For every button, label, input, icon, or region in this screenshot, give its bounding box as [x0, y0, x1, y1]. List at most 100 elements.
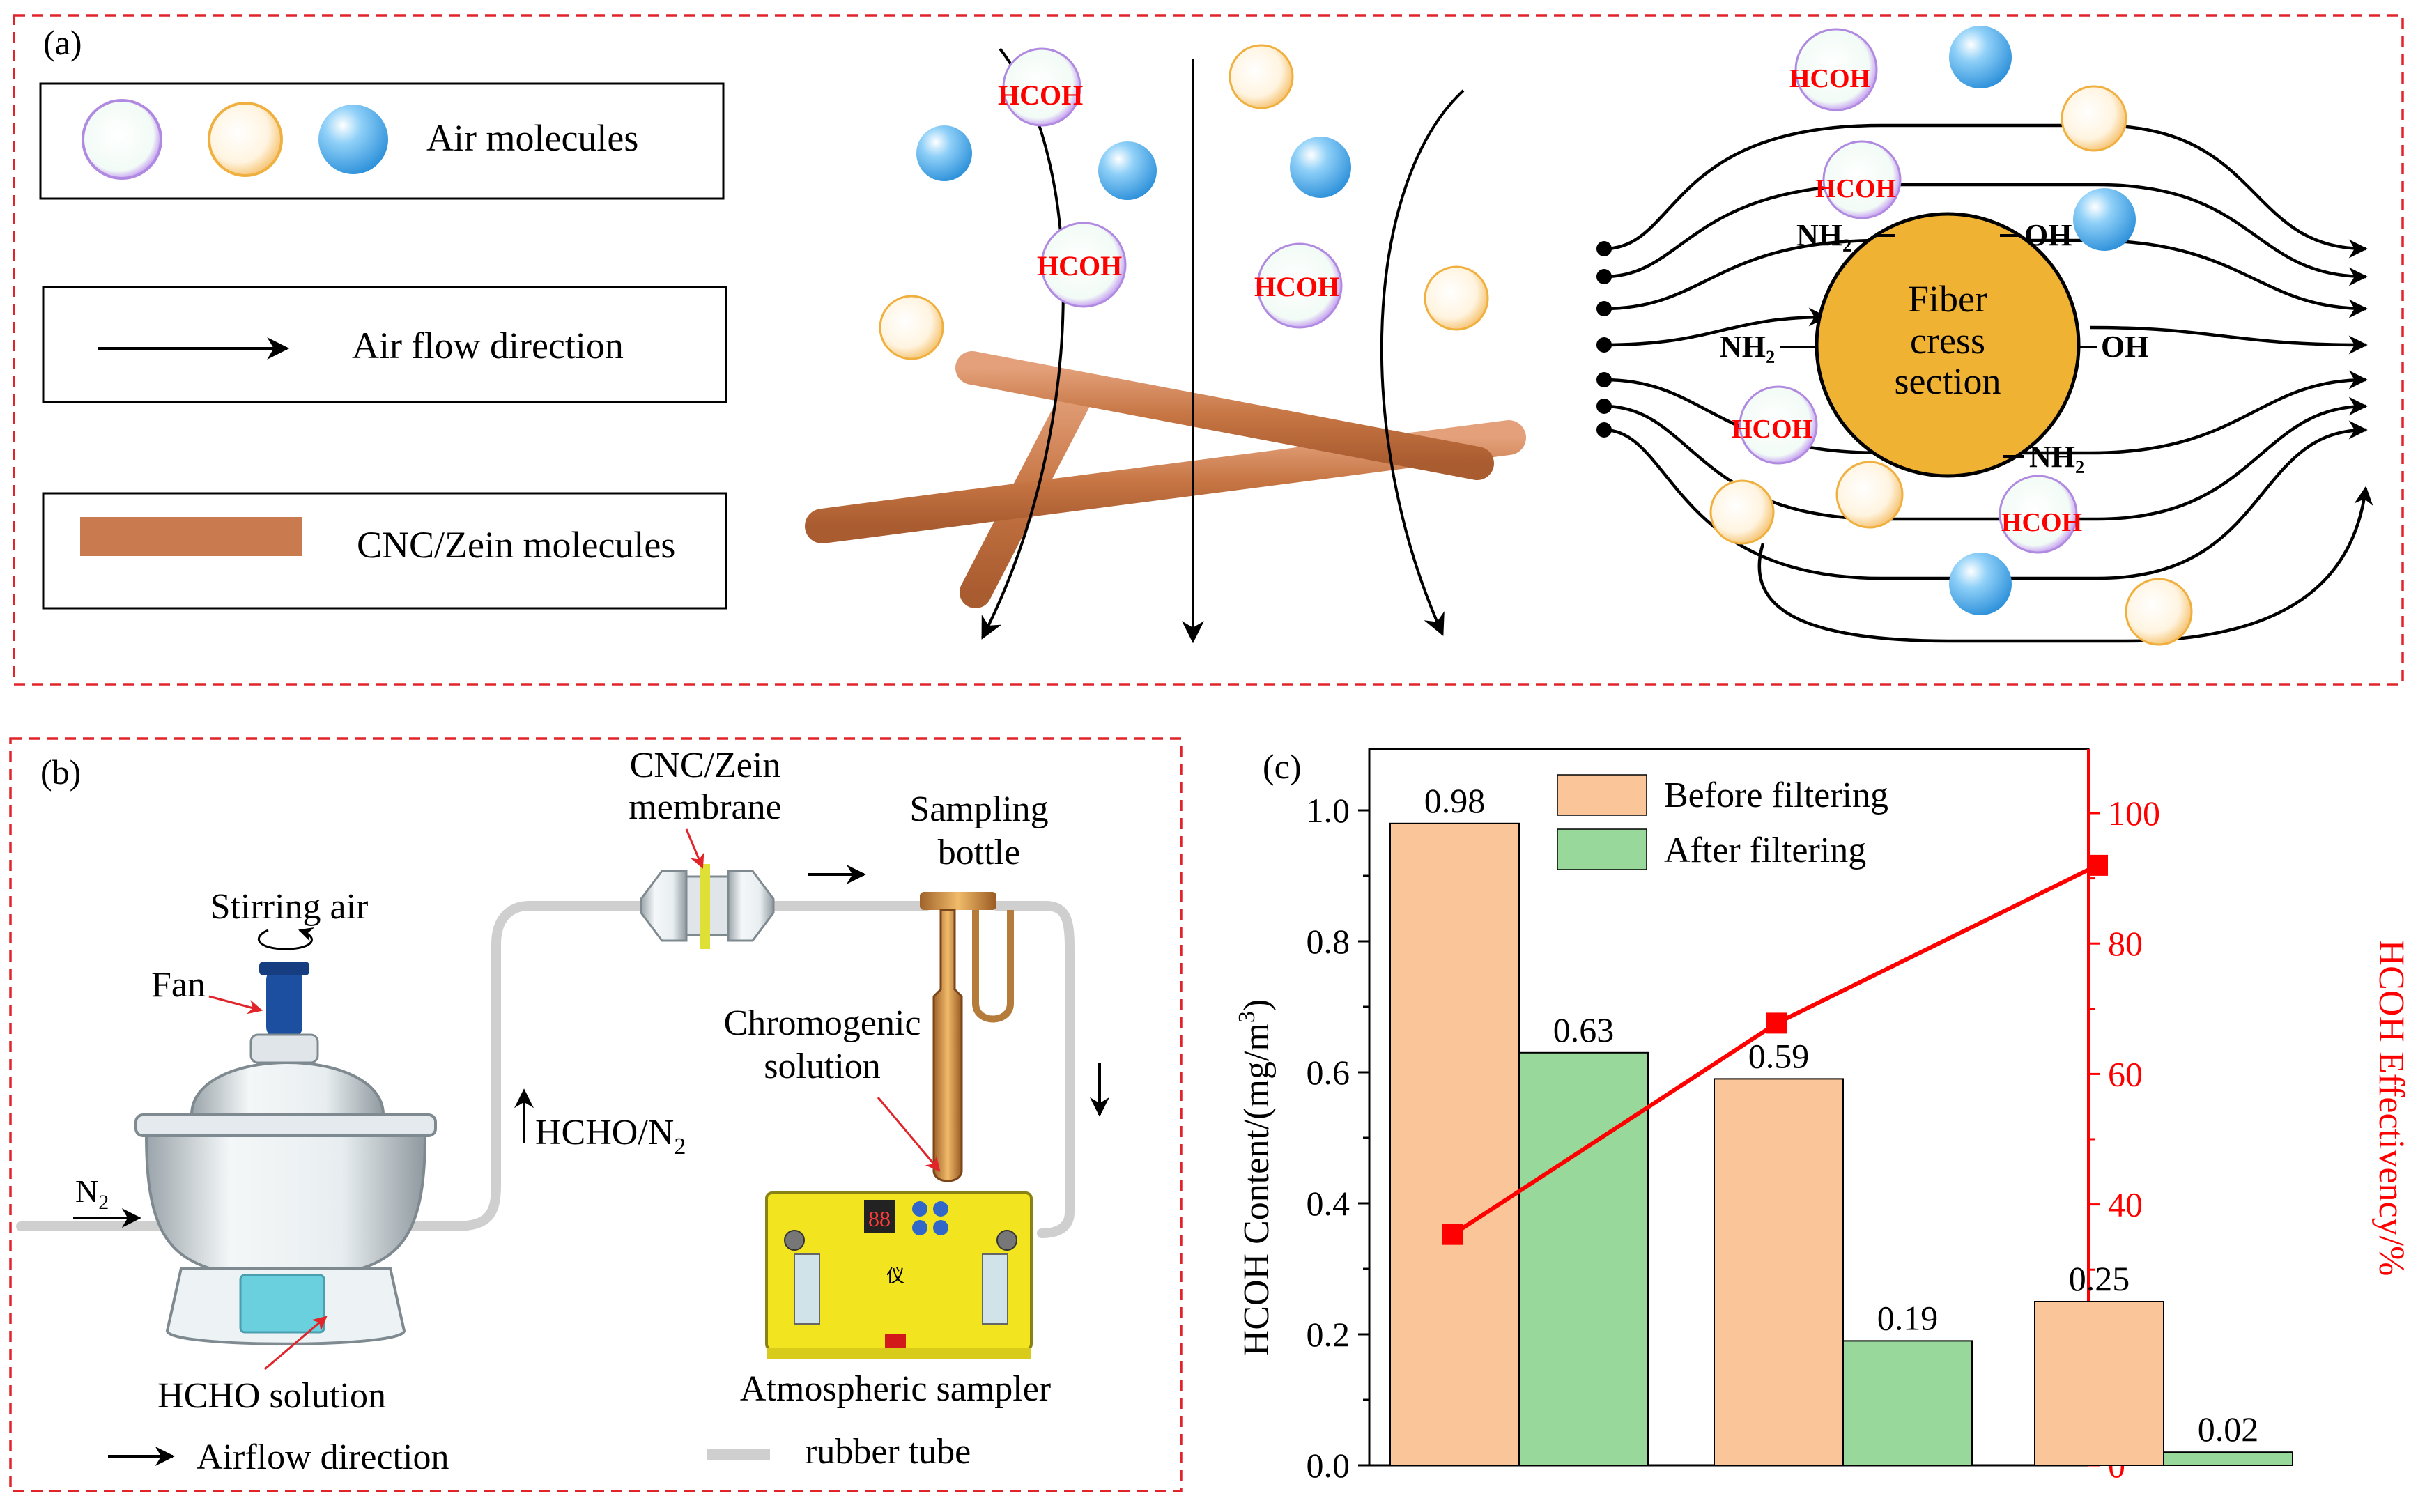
- hcho-solution-label: HCHO solution: [157, 1376, 386, 1416]
- legend-air-label: Air molecules: [426, 117, 638, 159]
- bar-value-label: 0.25: [2069, 1259, 2130, 1298]
- bar-value-label: 0.98: [1424, 781, 1486, 820]
- fiber-label-2: cress: [1910, 320, 1985, 362]
- legend-air-molecules: Air molecules: [39, 82, 725, 200]
- y-axis-title: HCOH Content/(mg/m3): [1234, 999, 1277, 1356]
- chart-marks: 0.00.20.40.60.81.00204060801000.980.590.…: [1307, 749, 2293, 1485]
- panel-b-label: (b): [40, 753, 81, 792]
- hcoh-label-1: HCOH: [998, 79, 1083, 111]
- fiber-cross-section: [1815, 212, 2081, 478]
- panel-b-border: [9, 737, 1183, 1492]
- nh2-left: NH₂: [1720, 330, 1775, 364]
- hcho-solution-pointer: [264, 1316, 328, 1371]
- y-axis-title-sup: 3: [1234, 1011, 1260, 1023]
- bar-after: [1842, 1340, 1973, 1467]
- n2-label: N2: [75, 1173, 109, 1214]
- legend-label-before: Before filtering: [1664, 776, 1888, 815]
- hcoh-label-6: HCOH: [1732, 415, 1812, 444]
- y-tick-label: 0.0: [1307, 1446, 1350, 1485]
- fan-pointer: [208, 995, 263, 1015]
- panel-b: (b) 88 仪 St: [0, 697, 1199, 1509]
- stirring-air-label: Stirring air: [210, 887, 369, 927]
- stream-start-dots: [1596, 241, 1612, 438]
- rainbow-bubble-icon: [82, 99, 162, 180]
- oh-right: OH: [2101, 330, 2148, 364]
- membrane-pointer: [685, 828, 704, 869]
- legend-swatch-before: [1557, 774, 1647, 816]
- hcho-n2-sub: 2: [674, 1134, 686, 1159]
- chromogenic-pointer: [877, 1097, 941, 1172]
- rod-icon: [80, 517, 302, 556]
- chart-svg: (c) 0.00.20.40.60.81.00204060801000.980.…: [1234, 747, 2411, 1485]
- chromogenic-label-1: Chromogenic: [723, 1003, 921, 1043]
- rods-illustration: [805, 351, 1526, 608]
- bar-before: [1714, 1078, 1844, 1466]
- panel-c: (c) 0.00.20.40.60.81.00204060801000.980.…: [1199, 697, 2418, 1509]
- hcho-n2-text: HCHO/N: [535, 1113, 674, 1152]
- orange-bubble-icon: [208, 102, 283, 177]
- legend-swatch-after: [1557, 828, 1647, 870]
- legend-airflow-label: Airflow direction: [197, 1437, 449, 1477]
- membrane-label-2: membrane: [629, 787, 781, 827]
- y2-tick-label: 40: [2108, 1185, 2143, 1224]
- atmospheric-sampler: 88 仪: [765, 1191, 1033, 1359]
- bar-before: [2034, 1301, 2164, 1466]
- y-tick-label: 1.0: [1307, 791, 1350, 830]
- bar-after: [2163, 1451, 2293, 1466]
- y-axis-title-main: HCOH Content/(mg/m: [1237, 1023, 1277, 1356]
- chart-label: (c): [1263, 747, 1302, 786]
- n2-sub: 2: [98, 1191, 109, 1214]
- legend-cnc-zein: CNC/Zein molecules: [42, 492, 727, 610]
- bar-before: [1389, 822, 1520, 1467]
- hcoh-label-3: HCOH: [1254, 271, 1339, 302]
- y-tick-label: 0.4: [1307, 1184, 1350, 1223]
- fiber-label-3: section: [1895, 360, 2001, 402]
- sampling-bottle-label-1: Sampling: [909, 789, 1048, 829]
- efficiency-point: [1766, 1012, 1787, 1034]
- fan-label: Fan: [151, 965, 206, 1005]
- panel-a-label: (a): [43, 23, 82, 62]
- efficiency-point: [2087, 854, 2108, 876]
- hcoh-label-7: HCOH: [2001, 508, 2082, 537]
- stir-arrow-icon: [257, 927, 315, 950]
- right-molecules: [1709, 26, 2193, 646]
- chromogenic-label-2: solution: [764, 1047, 881, 1086]
- panel-b-svg: (b) 88 仪 St: [9, 737, 1183, 1492]
- fiber-label-1: Fiber: [1908, 278, 1987, 320]
- bar-value-label: 0.02: [2198, 1410, 2259, 1449]
- membrane-label-1: CNC/Zein: [630, 746, 781, 785]
- functional-groups: [1780, 234, 2097, 458]
- hcho-n2-label: HCHO/N2: [535, 1113, 686, 1159]
- hcoh-label-5: HCOH: [1815, 174, 1896, 203]
- sampler-label: Atmospheric sampler: [740, 1369, 1051, 1409]
- y2-tick-label: 100: [2108, 794, 2160, 833]
- y-axis-title-close: ): [1237, 999, 1277, 1011]
- desiccator: [134, 962, 437, 1345]
- y-tick-label: 0.6: [1307, 1053, 1350, 1092]
- panel-a: (a) Air molecules Air flow direction CNC…: [0, 0, 2418, 697]
- sampling-bottle-label-2: bottle: [938, 833, 1020, 872]
- hcoh-label-4: HCOH: [1789, 64, 1870, 93]
- legend-rubber-tube-label: rubber tube: [805, 1432, 971, 1472]
- nh2-bottom: NH₂: [2029, 440, 2084, 474]
- efficiency-point: [1442, 1224, 1463, 1245]
- sampler-display: 88: [868, 1206, 891, 1231]
- bar-value-label: 0.59: [1748, 1036, 1810, 1075]
- rubber-tube-path: [16, 901, 1075, 1238]
- y2-axis-title: HCOH Effectivency/%: [2371, 940, 2411, 1276]
- chart-legend: Before filtering After filtering: [1557, 774, 1888, 870]
- membrane-holder: [640, 864, 775, 949]
- bar-after: [1518, 1051, 1649, 1466]
- oh-top: OH: [2024, 218, 2072, 252]
- sampler-brand: 仪: [886, 1266, 904, 1286]
- middle-molecules: [879, 44, 1489, 360]
- bar-value-label: 0.19: [1877, 1298, 1939, 1337]
- y-tick-label: 0.2: [1307, 1315, 1350, 1354]
- y2-tick-label: 80: [2108, 924, 2143, 963]
- panel-a-svg: (a) Air molecules Air flow direction CNC…: [13, 14, 2404, 686]
- legend-flow-label: Air flow direction: [352, 325, 624, 367]
- y-tick-label: 0.8: [1307, 922, 1350, 961]
- n2-text: N: [75, 1173, 98, 1209]
- panel-a-border: [13, 14, 2404, 686]
- bar-value-label: 0.63: [1553, 1010, 1615, 1049]
